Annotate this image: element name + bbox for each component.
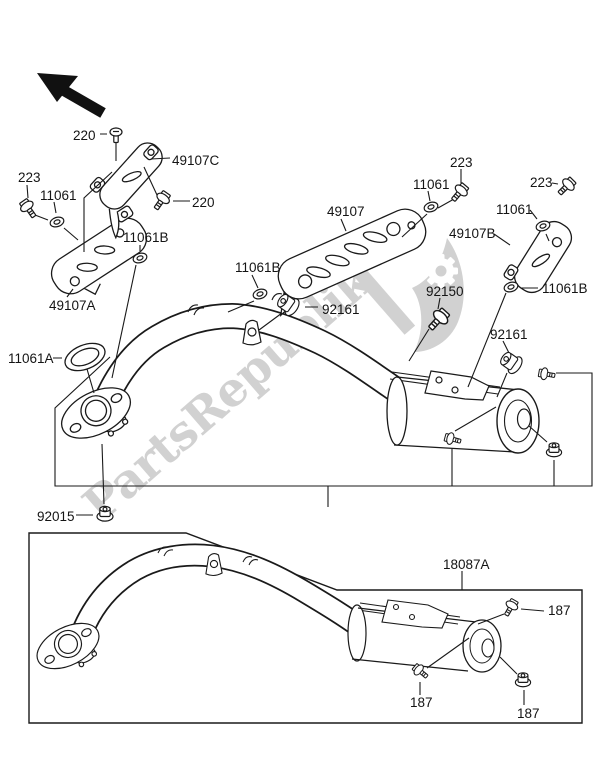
part-label-220: 220	[73, 128, 96, 143]
direction-arrow-icon	[37, 73, 106, 118]
part-label-49107C: 49107C	[172, 153, 220, 168]
screw-220-icon	[109, 127, 123, 144]
part-label-49107A: 49107A	[49, 298, 96, 313]
boxed-assembly-18087A	[28, 532, 583, 724]
part-label-223: 223	[450, 155, 473, 170]
washer-11061-icon	[422, 199, 440, 215]
gear-icon	[424, 254, 458, 288]
leader-lines-box	[419, 571, 545, 705]
part-label-11061B: 11061B	[235, 260, 281, 275]
assembly-box-outline	[28, 532, 583, 724]
part-label-11061B: 11061B	[123, 230, 169, 245]
gasket-11061A-icon	[64, 342, 106, 372]
main-assembly	[16, 127, 593, 522]
part-label-92150: 92150	[426, 284, 464, 299]
part-label-92161: 92161	[490, 327, 528, 342]
part-label-223: 223	[18, 170, 41, 185]
part-label-187: 187	[548, 603, 571, 618]
watermark-bar	[346, 259, 416, 335]
heat-shield-49107A	[50, 205, 148, 296]
part-label-49107B: 49107B	[449, 226, 496, 241]
part-label-49107: 49107	[327, 204, 365, 219]
bolt-icon	[537, 366, 557, 382]
bolt-223-icon	[554, 174, 579, 199]
part-labels: 220 49107C 223 11061 220 11061B 11061B 4…	[8, 128, 588, 721]
part-label-223: 223	[530, 175, 553, 190]
leader-lines-main	[26, 133, 559, 516]
muffler	[386, 370, 540, 454]
boxed-exhaust-pipe	[69, 543, 371, 643]
part-label-92161: 92161	[322, 302, 360, 317]
bolt-187-icon	[500, 596, 521, 619]
washer-11061-icon	[48, 214, 66, 230]
part-label-187: 187	[517, 706, 540, 721]
boxed-muffler	[347, 599, 502, 673]
screw-220-icon	[149, 188, 174, 214]
heat-shield-49107B	[503, 220, 573, 294]
part-label-11061: 11061	[496, 202, 533, 217]
part-label-11061: 11061	[413, 177, 450, 192]
assembly-bracket-line	[54, 356, 593, 507]
washer-11061B-icon	[251, 286, 269, 302]
nut-92015-icon	[96, 505, 114, 522]
damper-92161-icon	[496, 348, 526, 377]
part-label-92015: 92015	[37, 509, 75, 524]
nut-187-icon	[514, 672, 532, 688]
part-label-11061: 11061	[40, 188, 77, 203]
nut-icon	[545, 442, 563, 458]
muffler-bracket	[424, 370, 490, 401]
bolt-223-icon	[16, 196, 41, 222]
part-label-187: 187	[410, 695, 433, 710]
part-label-220: 220	[192, 195, 215, 210]
part-label-18087A: 18087A	[443, 557, 490, 572]
heat-shield-49107C	[89, 142, 163, 240]
part-label-11061B: 11061B	[542, 281, 588, 296]
part-label-11061A: 11061A	[8, 351, 54, 366]
